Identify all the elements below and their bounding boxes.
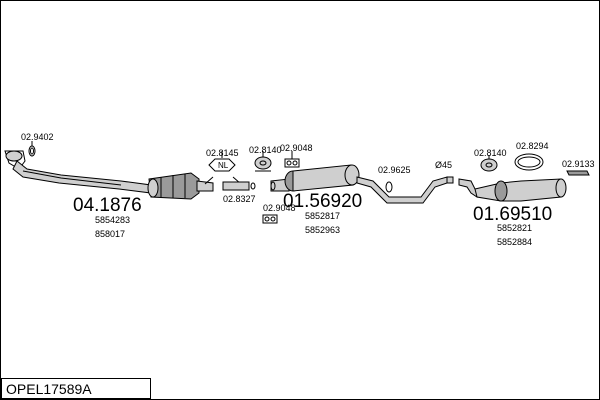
label-02-8140-mid: 02.8140 <box>249 145 282 155</box>
label-02-8327: 02.8327 <box>223 194 256 204</box>
middle-silencer-drawing <box>270 164 454 204</box>
mount-02-8140-rear-icon <box>480 158 498 172</box>
oe-5852884: 5852884 <box>497 237 532 247</box>
hanger-02-9048-lower-icon <box>262 214 278 224</box>
diagram-code: OPEL17589A <box>6 381 92 397</box>
label-02-8140-rear: 02.8140 <box>474 148 507 158</box>
title-box: OPEL17589A <box>1 378 151 399</box>
label-01-69510: 01.69510 <box>473 204 552 225</box>
front-pipe-drawing <box>4 150 152 194</box>
gasket-02-9402-icon <box>28 145 36 157</box>
label-02-9048-top: 02.9048 <box>280 143 313 153</box>
label-01-56920: 01.56920 <box>283 191 362 212</box>
label-02-9402: 02.9402 <box>21 132 54 142</box>
oe-5854283: 5854283 <box>95 215 130 225</box>
oe-858017: 858017 <box>95 229 125 239</box>
rear-silencer-drawing <box>458 178 567 202</box>
strap-02-8294-icon <box>514 153 544 171</box>
gasket-02-9625-icon <box>385 181 393 193</box>
hanger-02-9048-top-icon <box>284 158 300 168</box>
label-diameter-45: Ø45 <box>435 160 452 170</box>
label-02-9625: 02.9625 <box>378 165 411 175</box>
label-02-9048-lower: 02.9048 <box>263 203 296 213</box>
connector-02-8327-icon <box>222 181 256 191</box>
label-04-1876: 04.1876 <box>73 195 142 216</box>
clamp-02-8145-icon: NL <box>204 158 242 185</box>
oe-5852817: 5852817 <box>305 211 340 221</box>
label-02-8294: 02.8294 <box>516 141 549 151</box>
label-02-9133: 02.9133 <box>562 159 595 169</box>
oe-5852821: 5852821 <box>497 223 532 233</box>
oe-5852963: 5852963 <box>305 225 340 235</box>
label-02-8145: 02.8145 <box>206 148 239 158</box>
catalyst-drawing <box>147 172 214 200</box>
mount-02-8140-mid-icon <box>254 156 272 172</box>
svg-text:NL: NL <box>218 161 229 170</box>
trim-02-9133-icon <box>566 170 590 176</box>
